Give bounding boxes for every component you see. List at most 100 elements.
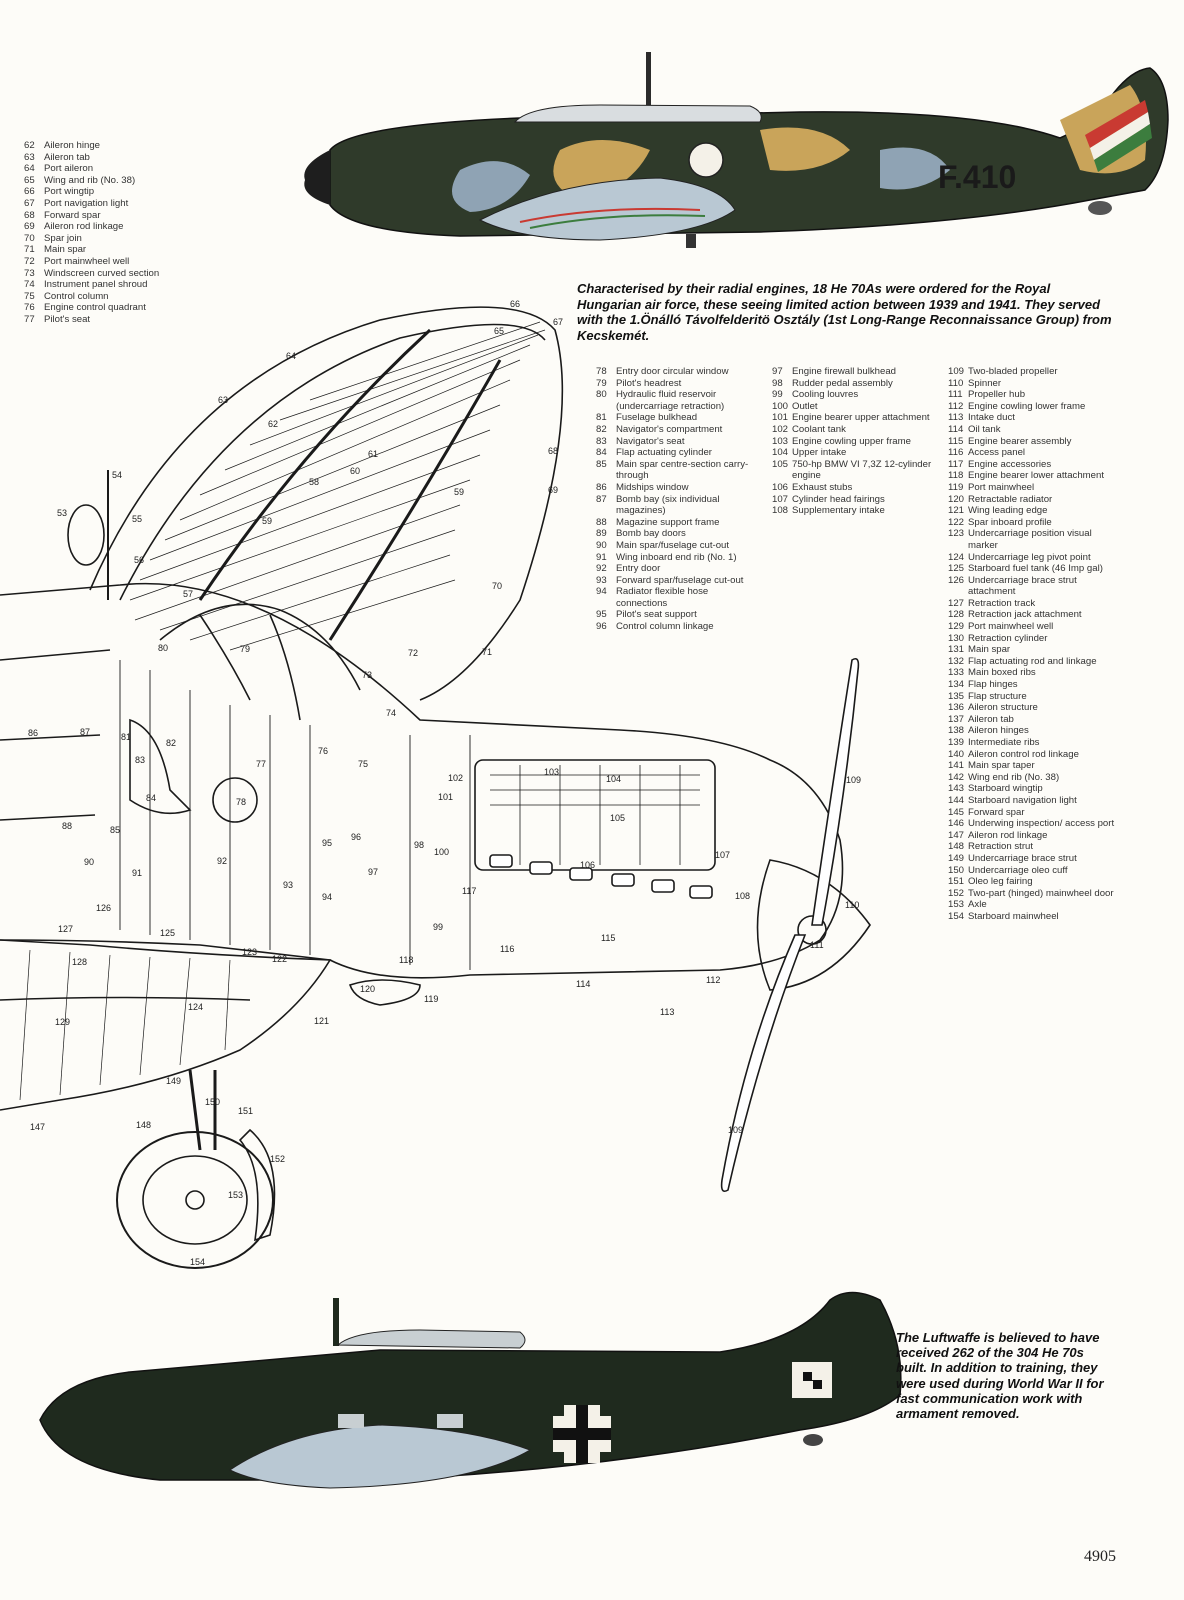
legend-item-number: 62 bbox=[24, 140, 35, 151]
legend-item-number: 129 bbox=[948, 621, 965, 633]
legend-item-label: Rudder pedal assembly bbox=[792, 377, 893, 389]
legend-item-number: 72 bbox=[24, 255, 35, 267]
legend-item: 69 Aileron rod linkage bbox=[24, 221, 244, 233]
callout-number: 90 bbox=[84, 857, 94, 867]
callout-number: 59 bbox=[454, 487, 464, 497]
legend-item-number: 89 bbox=[596, 528, 607, 540]
callout-number: 115 bbox=[601, 933, 615, 943]
hungarian-he70-profile: F.410 bbox=[304, 52, 1169, 248]
legend-item-number: 150 bbox=[948, 864, 965, 876]
legend-item-number: 96 bbox=[596, 621, 607, 633]
legend-item-number: 71 bbox=[24, 244, 35, 256]
legend-item-label: Aileron tab bbox=[968, 713, 1014, 725]
legend-item-number: 66 bbox=[24, 186, 35, 198]
legend-item: 98 Rudder pedal assembly bbox=[772, 378, 932, 390]
legend-item-number: 118 bbox=[948, 470, 964, 482]
legend-item-number: 67 bbox=[24, 197, 35, 209]
legend-item-label: Cylinder head fairings bbox=[792, 493, 885, 505]
legend-item-label: Windscreen curved section bbox=[44, 267, 160, 279]
legend-item-label: Aileron tab bbox=[44, 151, 90, 163]
callout-number: 86 bbox=[28, 728, 38, 738]
callout-number: 92 bbox=[217, 856, 227, 866]
callout-number: 101 bbox=[438, 792, 453, 802]
legend-item-number: 98 bbox=[772, 377, 783, 389]
legend-item-number: 85 bbox=[596, 458, 607, 470]
callout-number: 118 bbox=[399, 955, 413, 965]
legend-item-label: Outlet bbox=[792, 400, 818, 412]
legend-item-number: 86 bbox=[596, 481, 607, 493]
legend-item-number: 116 bbox=[948, 447, 964, 459]
legend-item-label: Wing leading edge bbox=[968, 505, 1048, 517]
callout-number: 107 bbox=[715, 850, 730, 860]
legend-item-label: Pilot's seat bbox=[44, 313, 91, 325]
legend-item-label: Main spar taper bbox=[968, 760, 1035, 772]
callout-number: 113 bbox=[660, 1007, 674, 1017]
legend-item-label: Navigator's compartment bbox=[616, 423, 723, 435]
legend-item-number: 132 bbox=[948, 655, 965, 667]
callout-number: 151 bbox=[238, 1106, 253, 1116]
callout-number: 154 bbox=[190, 1257, 205, 1267]
legend-item-number: 111 bbox=[948, 389, 963, 401]
legend-item-number: 144 bbox=[948, 794, 965, 806]
legend-item-label: Bomb bay (six individual magazines) bbox=[616, 493, 720, 517]
legend-item-number: 105 bbox=[772, 458, 789, 470]
legend-item-label: Undercarriage leg pivot point bbox=[968, 551, 1091, 563]
caption-luftwaffe: The Luftwaffe is believed to have receiv… bbox=[896, 1330, 1104, 1422]
legend-item-label: Spar join bbox=[44, 232, 82, 244]
callout-number: 65 bbox=[494, 326, 504, 336]
callout-number: 109 bbox=[728, 1125, 743, 1135]
legend-item-number: 108 bbox=[772, 505, 789, 517]
legend-item-number: 101 bbox=[772, 412, 789, 424]
legend-item-label: Wing inboard end rib (No. 1) bbox=[616, 551, 737, 563]
callout-number: 77 bbox=[256, 759, 266, 769]
callout-number: 114 bbox=[576, 979, 590, 989]
legend-item-number: 125 bbox=[948, 563, 965, 575]
legend-item-number: 69 bbox=[24, 221, 35, 233]
legend-item-number: 81 bbox=[596, 412, 607, 424]
legend-item-number: 94 bbox=[596, 586, 607, 598]
callout-number: 108 bbox=[735, 891, 750, 901]
callout-number: 61 bbox=[368, 449, 378, 459]
callout-number: 98 bbox=[414, 840, 424, 850]
legend-item-number: 121 bbox=[948, 505, 965, 517]
callout-number: 88 bbox=[62, 821, 72, 831]
callout-number: 117 bbox=[462, 886, 476, 896]
legend-item-number: 102 bbox=[772, 423, 789, 435]
callout-number: 66 bbox=[510, 299, 520, 309]
legend-item-label: Navigator's seat bbox=[616, 435, 685, 447]
legend-item-label: Aileron rod linkage bbox=[44, 221, 124, 233]
legend-item-label: Flap structure bbox=[968, 690, 1027, 702]
legend-item-label: Main spar/fuselage cut-out bbox=[616, 539, 730, 551]
callout-number: 56 bbox=[134, 555, 144, 565]
legend-item-label: Engine cowling upper frame bbox=[792, 435, 911, 447]
legend-item-number: 126 bbox=[948, 574, 965, 586]
callout-number: 55 bbox=[132, 514, 142, 524]
legend-item-number: 154 bbox=[948, 910, 965, 922]
legend-item-number: 77 bbox=[24, 313, 35, 325]
legend-item-label: Port navigation light bbox=[44, 197, 129, 209]
